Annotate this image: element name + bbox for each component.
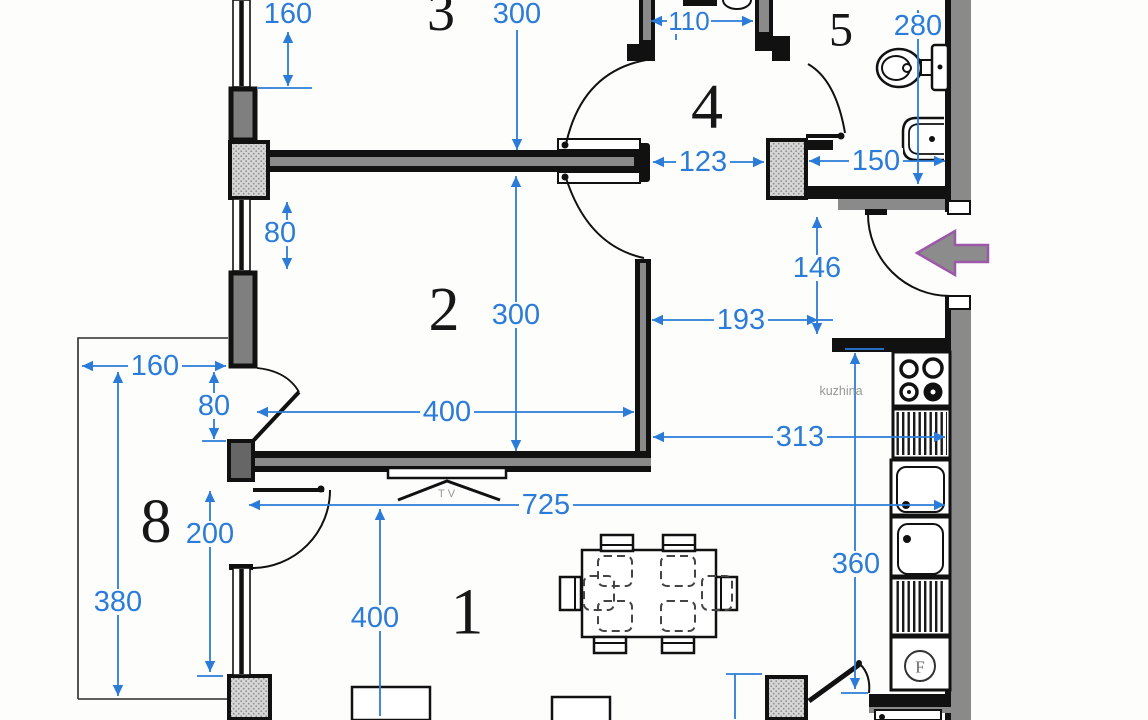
dim-label-313: 313 (776, 421, 824, 453)
columns (227, 86, 808, 720)
kitchen-counter (889, 350, 952, 692)
column-hatched (228, 140, 270, 200)
sink-unit (889, 515, 952, 578)
dim-label-110: 110 (668, 6, 709, 36)
dim-label-380: 380 (94, 586, 142, 618)
toilet-tank (920, 59, 933, 76)
room-label-4: 4 (691, 71, 723, 142)
column-hatched (766, 138, 808, 200)
burner (899, 382, 919, 402)
room-labels: 1 2 3 4 5 8 (141, 0, 854, 649)
dim-label-193: 193 (717, 304, 765, 336)
dim-label-146: 146 (793, 252, 841, 284)
furniture-item (550, 695, 612, 720)
dim-label-400-h: 400 (423, 396, 471, 428)
column-solid (228, 270, 258, 369)
dim-label-280: 280 (894, 10, 942, 42)
column-hatched (765, 675, 808, 720)
door-arc (807, 63, 846, 134)
dim-label-160-top: 160 (264, 0, 312, 30)
wall-room5-south (806, 186, 950, 199)
toilet-partial-top (722, 0, 752, 10)
entry-door-jamb (947, 295, 971, 310)
column-solid (228, 86, 258, 143)
door-arc (859, 663, 871, 694)
dimension-labels: 160 300 110 280 123 150 80 146 300 193 1… (91, 0, 944, 634)
dim-label-150: 150 (852, 145, 900, 177)
entry-door-jamb (947, 200, 971, 215)
wall-top-bit (683, 0, 717, 6)
chairs-tucked-dashed (583, 555, 733, 632)
dim-label-123: 123 (679, 146, 727, 178)
room-label-3: 3 (427, 0, 455, 43)
tv-stand (397, 479, 501, 502)
dim-label-300-room3: 300 (493, 0, 541, 30)
entry-door-arc (867, 213, 951, 297)
door-arc (251, 489, 331, 569)
door-frame (557, 171, 641, 184)
room-label-8: 8 (141, 488, 172, 556)
dim-label-200: 200 (186, 518, 234, 550)
door-leaf-wc (807, 661, 862, 704)
dimension-lines (82, 9, 945, 719)
toilet-bowl (875, 47, 923, 89)
door-arc (565, 59, 647, 145)
burner (899, 359, 919, 379)
furniture-item (350, 685, 432, 720)
window-cap (229, 564, 253, 570)
dim-label-300-room2: 300 (492, 299, 540, 331)
annotation-labels: kuzhina TV F (438, 384, 925, 677)
toilet-partial-bottom (874, 709, 942, 720)
wall-right-upper (945, 0, 951, 212)
column-solid (227, 439, 255, 482)
windows (229, 0, 253, 676)
room-label-1: 1 (451, 576, 484, 649)
wall-bottom-right (869, 694, 951, 707)
dining-table (580, 548, 718, 639)
dim-label-160-left: 160 (131, 350, 179, 382)
tv-label: TV (438, 488, 458, 500)
burner (922, 357, 944, 379)
wall-hall-link (806, 140, 833, 150)
door-leaf-balcony (251, 390, 301, 443)
balcony-outline (77, 337, 232, 700)
room-label-2: 2 (429, 276, 460, 344)
entry-door-stop (865, 209, 887, 215)
entrance-arrow (914, 228, 990, 278)
dim-label-725: 725 (522, 489, 570, 521)
dim-label-80-top: 80 (264, 217, 296, 249)
fridge-circle (904, 650, 936, 682)
fridge-label: F (915, 658, 924, 677)
wall-top-foot2 (755, 36, 790, 51)
furniture (350, 466, 739, 720)
dining-chairs (558, 533, 739, 655)
dim-label-80-left: 80 (198, 390, 230, 422)
door-arc (256, 367, 300, 393)
room-label-5: 5 (829, 4, 853, 57)
dim-label-360: 360 (832, 548, 880, 580)
door-arc (565, 177, 645, 259)
door-frame (557, 138, 641, 151)
wall-top-foot1 (627, 44, 655, 61)
tv-screen (386, 466, 508, 480)
dim-label-400-v: 400 (351, 602, 399, 634)
kitchen-label: kuzhina (819, 384, 862, 398)
column-hatched (227, 674, 272, 720)
